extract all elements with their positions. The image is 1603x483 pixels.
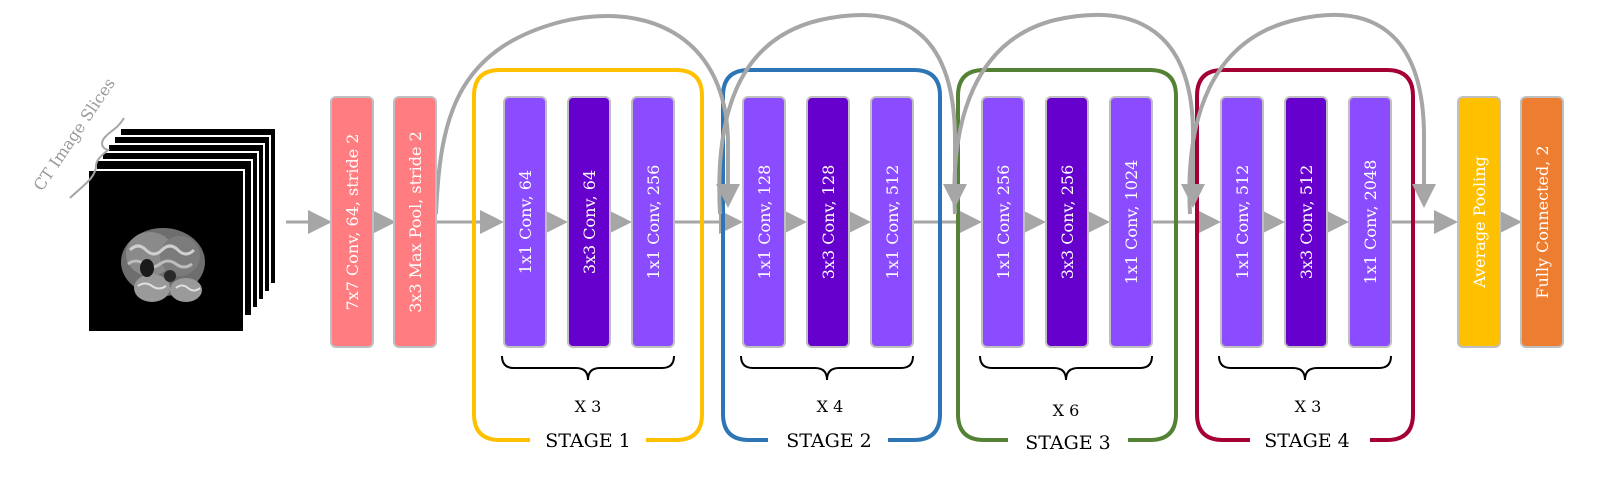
- stage-4: 1x1 Conv, 512 3x3 Conv, 512 1x1 Conv, 20…: [1218, 96, 1392, 452]
- stage-4-repeat: X 3: [1295, 397, 1322, 416]
- stage-1-block-2: [567, 96, 611, 348]
- stage-4-block-3: [1348, 96, 1392, 348]
- skip-connections: [434, 12, 1436, 215]
- stage-2-block-1-label: 1x1 Conv, 128: [755, 165, 774, 280]
- stage-1-brace: [501, 355, 675, 381]
- stage-3-brace: [979, 355, 1153, 381]
- stage-2-frame: [721, 68, 942, 442]
- stage-4-block-2: [1284, 96, 1328, 348]
- stage-2-block-1: [742, 96, 786, 348]
- stage-4-brace: [1218, 355, 1392, 381]
- stage-2-label: STAGE 2: [786, 430, 872, 452]
- stage-frames: [472, 68, 1415, 442]
- stem-pool-block: [393, 96, 437, 348]
- stage-1-repeat: X 3: [575, 397, 602, 416]
- avg-pool-label: Average Pooling: [1470, 156, 1489, 289]
- stage-4-block-1-label: 1x1 Conv, 512: [1233, 165, 1252, 280]
- stage-4-block-1: [1220, 96, 1264, 348]
- stage-2-block-3-label: 1x1 Conv, 512: [883, 165, 902, 280]
- stage-4-label: STAGE 4: [1264, 430, 1350, 452]
- stage-1-block-1: [503, 96, 547, 348]
- stage-3-frame: [956, 68, 1178, 442]
- stem-pool-label: 3x3 Max Pool, stride 2: [406, 131, 425, 313]
- stage-1-block-1-label: 1x1 Conv, 64: [516, 170, 535, 274]
- skip-connection-4: [1187, 12, 1436, 215]
- stage-3: 1x1 Conv, 256 3x3 Conv, 256 1x1 Conv, 10…: [979, 96, 1153, 454]
- stage-1-block-3-label: 1x1 Conv, 256: [644, 165, 663, 280]
- stem-conv-block: [330, 96, 374, 348]
- ct-image-stack: CT Image Slices: [30, 74, 277, 333]
- stage-3-block-2: [1045, 96, 1089, 348]
- stage-3-block-3: [1109, 96, 1153, 348]
- stage-1-label: STAGE 1: [545, 430, 631, 452]
- stage-3-block-3-label: 1x1 Conv, 1024: [1122, 160, 1141, 285]
- stage-4-block-3-label: 1x1 Conv, 2048: [1361, 160, 1380, 285]
- fc-block: [1520, 96, 1564, 348]
- stage-3-block-1-label: 1x1 Conv, 256: [994, 165, 1013, 280]
- stage-4-block-2-label: 3x3 Conv, 512: [1297, 165, 1316, 280]
- stage-1-block-2-label: 3x3 Conv, 64: [580, 170, 599, 274]
- stage-3-block-1: [981, 96, 1025, 348]
- stage-1-frame: [472, 68, 704, 442]
- stage-3-block-2-label: 3x3 Conv, 256: [1058, 165, 1077, 280]
- skip-connection-1: [434, 14, 740, 215]
- stage-3-label: STAGE 3: [1025, 432, 1111, 454]
- stage-2-block-3: [870, 96, 914, 348]
- stage-2-block-2-label: 3x3 Conv, 128: [819, 165, 838, 280]
- skip-connection-2: [717, 12, 967, 215]
- head-blocks: Average Pooling Fully Connected, 2: [1457, 96, 1564, 348]
- stem-blocks: 7x7 Conv, 64, stride 2 3x3 Max Pool, str…: [330, 96, 437, 348]
- skip-connection-3: [952, 12, 1205, 215]
- stage-1-block-3: [631, 96, 675, 348]
- brain-scan-image: [121, 228, 205, 302]
- avg-pool-block: [1457, 96, 1501, 348]
- stage-4-frame: [1195, 68, 1415, 442]
- stage-2-brace: [740, 355, 914, 381]
- stage-2-block-2: [806, 96, 850, 348]
- fc-label: Fully Connected, 2: [1533, 145, 1552, 298]
- stem-conv-label: 7x7 Conv, 64, stride 2: [343, 134, 362, 311]
- slices-brace: [69, 117, 125, 199]
- stage-1: 1x1 Conv, 64 3x3 Conv, 64 1x1 Conv, 256 …: [501, 96, 675, 452]
- stage-2: 1x1 Conv, 128 3x3 Conv, 128 1x1 Conv, 51…: [740, 96, 914, 452]
- stage-3-repeat: X 6: [1053, 401, 1080, 420]
- stage-2-repeat: X 4: [817, 397, 844, 416]
